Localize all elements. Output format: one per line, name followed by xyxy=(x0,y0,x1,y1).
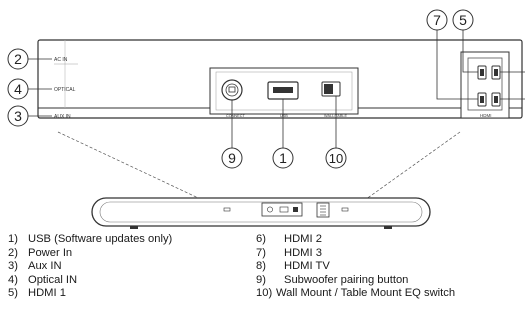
callout-aux: 3 xyxy=(14,108,22,124)
callout-hdmi1: 5 xyxy=(459,12,467,28)
hdmi-label: HDMI xyxy=(480,113,492,118)
legend-text: USB (Software updates only) xyxy=(28,233,173,245)
legend-item: 4) Optical IN xyxy=(8,274,278,288)
callout-power: 2 xyxy=(14,51,22,67)
legend-item: 1) USB (Software updates only) xyxy=(8,233,278,247)
legend-text: Subwoofer pairing button xyxy=(284,273,409,286)
aux-in-label: AUX IN xyxy=(54,114,71,120)
optical-label: OPTICAL xyxy=(54,87,76,93)
legend-number: 5) xyxy=(8,287,18,300)
legend-number: 3) xyxy=(8,260,18,273)
legend-item: 2) Power In xyxy=(8,247,278,261)
legend-text: Power In xyxy=(28,246,73,259)
legend-number: 1) xyxy=(8,233,18,245)
callout-hdmi3: 7 xyxy=(433,12,441,28)
callout-optical: 4 xyxy=(14,81,22,97)
legend-item: 10) Wall Mount / Table Mount EQ switch xyxy=(256,287,525,301)
legend-number: 8) xyxy=(256,260,266,273)
legend-text: Aux IN xyxy=(28,260,62,273)
top-callouts: 7 5 xyxy=(426,9,525,100)
callout-usb: 1 xyxy=(279,150,287,166)
legend-text: HDMI 2 xyxy=(284,233,322,245)
legend-text: Wall Mount / Table Mount EQ switch xyxy=(276,287,456,300)
legend-number: 4) xyxy=(8,273,18,286)
legend-item: 3) Aux IN xyxy=(8,260,278,274)
legend-item: 7) HDMI 3 xyxy=(256,247,525,261)
legend-number: 2) xyxy=(8,246,18,259)
legend-item: 6) HDMI 2 xyxy=(256,233,525,247)
left-callouts: 2 4 3 xyxy=(7,48,52,127)
legend-number: 9) xyxy=(256,273,266,286)
legend-left: 1) USB (Software updates only) 2) Power … xyxy=(8,233,278,301)
legend-number: 6) xyxy=(256,233,266,245)
legend-text: HDMI TV xyxy=(284,260,330,273)
legend-text: HDMI 1 xyxy=(28,287,66,300)
usb-label: USB xyxy=(280,114,288,118)
legend-text: HDMI 3 xyxy=(284,246,322,259)
callout-sub-button: 9 xyxy=(228,150,236,166)
legend-right: 6) HDMI 2 7) HDMI 3 8) HDMI TV 9) Subwoo… xyxy=(256,233,525,301)
connect-label: CONNECT xyxy=(226,114,245,118)
legend-number: 7) xyxy=(256,246,266,259)
legend-item: 5) HDMI 1 xyxy=(8,287,278,301)
center-port-cluster: CONNECT USB WALL/TABLE xyxy=(209,67,359,118)
legend-text: Optical IN xyxy=(28,273,78,286)
legend-number: 10) xyxy=(256,287,273,300)
bottom-callouts: 9 1 10 xyxy=(221,96,347,169)
soundbar-rear-view xyxy=(91,197,431,229)
legend-item: 9) Subwoofer pairing button xyxy=(256,274,525,288)
callout-eq-switch: 10 xyxy=(329,151,343,166)
ac-in-label: AC IN xyxy=(54,57,68,63)
left-port-labels: AC IN OPTICAL AUX IN xyxy=(54,57,78,120)
hdmi-port-block: HDMI xyxy=(460,51,510,119)
legend-item: 8) HDMI TV xyxy=(256,260,525,274)
